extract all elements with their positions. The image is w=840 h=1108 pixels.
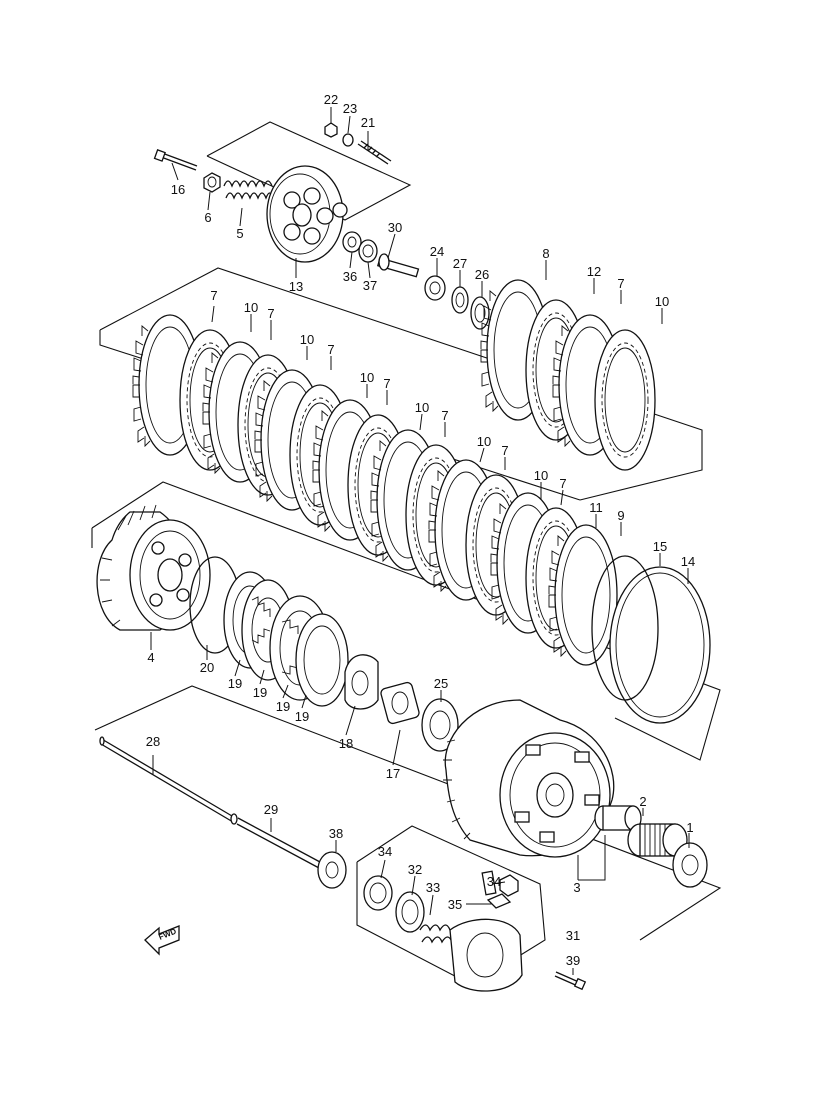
release-cylinder-group-box: [356, 825, 546, 986]
callout-34: 34: [487, 874, 501, 889]
callout-10: 10: [415, 400, 429, 415]
callout-7: 7: [441, 408, 448, 423]
callout-7: 7: [267, 306, 274, 321]
callout-21: 21: [361, 115, 375, 130]
bleeder-valve-34[interactable]: [481, 870, 519, 897]
callout-14: 14: [681, 554, 695, 569]
callout-10: 10: [360, 370, 374, 385]
callout-9: 9: [617, 508, 624, 523]
callout-7: 7: [383, 376, 390, 391]
callout-7: 7: [210, 288, 217, 303]
callout-8: 8: [542, 246, 549, 261]
callout-1: 1: [686, 820, 693, 835]
callout-7: 7: [327, 342, 334, 357]
callout-12: 12: [587, 264, 601, 279]
callout-19: 19: [276, 699, 290, 714]
piston-34[interactable]: [363, 875, 393, 911]
callout-18: 18: [339, 736, 353, 751]
oil-seal-32[interactable]: [395, 891, 425, 933]
primary-driven-gear-3[interactable]: [443, 699, 615, 858]
lock-nut[interactable]: [324, 122, 338, 138]
washer-26[interactable]: [470, 296, 490, 330]
callout-7: 7: [617, 276, 624, 291]
callout-27: 27: [453, 256, 467, 271]
callout-39: 39: [566, 953, 580, 968]
pushrod-29[interactable]: [236, 817, 321, 869]
callout-3: 3: [573, 880, 580, 895]
callout-7: 7: [501, 443, 508, 458]
release-rack-30[interactable]: [376, 253, 420, 278]
clutch-sleeve-hub-4[interactable]: [96, 504, 211, 631]
thrust-washer-25[interactable]: [421, 698, 459, 752]
callout-24: 24: [430, 244, 444, 259]
callout-7: 7: [559, 476, 566, 491]
callout-31: 31: [566, 928, 580, 943]
bleeder-cap-35[interactable]: [486, 893, 512, 909]
callout-35: 35: [448, 897, 462, 912]
callout-34: 34: [378, 844, 392, 859]
callout-19: 19: [253, 685, 267, 700]
callout-10: 10: [300, 332, 314, 347]
oil-pump-drive-17[interactable]: [380, 681, 420, 725]
callout-25: 25: [434, 676, 448, 691]
bolt-39[interactable]: [554, 971, 587, 991]
pressure-plate[interactable]: [266, 165, 348, 263]
callout-10: 10: [534, 468, 548, 483]
clutch-hub-group-box: [91, 481, 721, 761]
callout-15: 15: [653, 539, 667, 554]
callout-4: 4: [147, 650, 154, 665]
callout-33: 33: [426, 880, 440, 895]
washer-27[interactable]: [451, 286, 469, 314]
wire-ring-15[interactable]: [591, 555, 659, 701]
callout-10: 10: [477, 434, 491, 449]
bearing-37[interactable]: [358, 239, 378, 263]
callout-2: 2: [639, 794, 646, 809]
callout-36: 36: [343, 269, 357, 284]
spring-seat-14[interactable]: [609, 566, 711, 724]
callout-26: 26: [475, 267, 489, 282]
callout-6: 6: [204, 210, 211, 225]
adjust-screw[interactable]: [357, 140, 392, 165]
callout-32: 32: [408, 862, 422, 877]
callout-labels: 1 2 3 4 5 6 7 7 7 7 7 7 7 7 8 9 10 10 10…: [146, 92, 695, 968]
steel-plate-9[interactable]: [594, 329, 656, 471]
forward-arrow-icon: FWD: [144, 925, 180, 956]
callout-16: 16: [171, 182, 185, 197]
bearing-38[interactable]: [317, 851, 347, 889]
thrust-washer-1[interactable]: [672, 842, 708, 888]
callout-13: 13: [289, 279, 303, 294]
clutch-spring[interactable]: [223, 180, 273, 200]
oil-pump-cam-18[interactable]: [344, 654, 379, 710]
callout-23: 23: [343, 101, 357, 116]
callout-20: 20: [200, 660, 214, 675]
leader-lines: [150, 107, 690, 975]
callout-19: 19: [228, 676, 242, 691]
callout-28: 28: [146, 734, 160, 749]
callout-38: 38: [329, 826, 343, 841]
callout-10: 10: [244, 300, 258, 315]
callout-22: 22: [324, 92, 338, 107]
bearing-24[interactable]: [424, 275, 446, 301]
pushrod-28[interactable]: [99, 736, 238, 825]
release-cylinder-31[interactable]: [449, 918, 523, 992]
spring-washer-19d[interactable]: [295, 613, 349, 707]
callout-19: 19: [295, 709, 309, 724]
callout-29: 29: [264, 802, 278, 817]
callout-37: 37: [363, 278, 377, 293]
callout-11: 11: [589, 500, 603, 515]
needle-bearing[interactable]: [627, 823, 688, 857]
callout-17: 17: [386, 766, 400, 781]
callout-30: 30: [388, 220, 402, 235]
spring-33[interactable]: [419, 924, 453, 944]
washer-small[interactable]: [342, 133, 354, 147]
ring-36[interactable]: [342, 231, 362, 253]
callout-10: 10: [655, 294, 669, 309]
callout-5: 5: [236, 226, 243, 241]
clutch-bolt[interactable]: [153, 149, 198, 171]
spring-washer[interactable]: [203, 172, 221, 193]
